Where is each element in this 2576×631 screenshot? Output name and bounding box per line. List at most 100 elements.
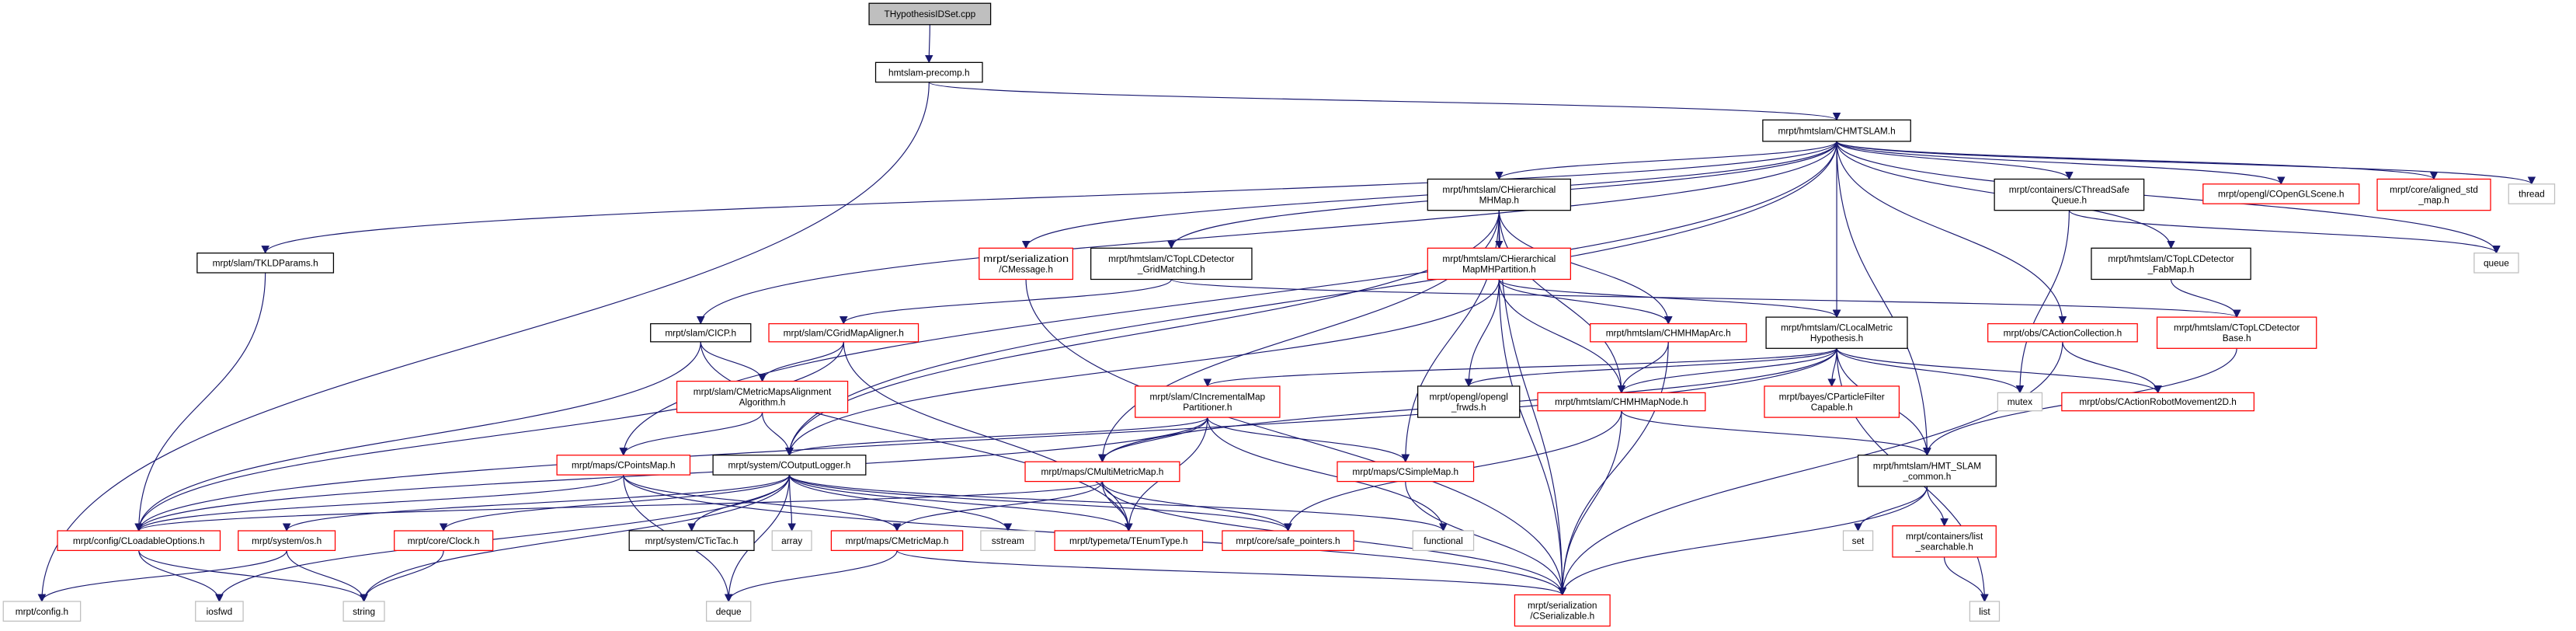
file-node-label: mrpt/maps/CSimpleMap.h	[1352, 466, 1458, 477]
dependency-edge-mmm-to-metricmap	[892, 481, 1104, 532]
file-node-label: mrpt/config.h	[16, 606, 68, 617]
dependency-edge-actcoll-to-serializable	[1558, 341, 2063, 596]
file-node-loadable[interactable]: mrpt/config/CLoadableOptions.h	[57, 530, 221, 552]
file-node-box	[556, 455, 691, 476]
dependency-edge-pointsmap-to-loadable	[134, 474, 624, 532]
file-node-label: THypothesisIDSet.cpp	[884, 9, 975, 19]
file-node-label: _frwds.h	[1451, 402, 1486, 413]
file-node-thyp[interactable]: THypothesisIDSet.cpp	[868, 2, 992, 26]
file-node-mmaa[interactable]: mrpt/slam/CMetricMapsAlignmentAlgorithm.…	[676, 380, 849, 413]
dependency-edge-logger-to-iosfwd	[215, 475, 791, 602]
dependency-edge-logger-to-string	[360, 475, 791, 602]
dependency-edge-logger-to-functional	[788, 474, 1448, 532]
dependency-edge-incr-to-logger	[785, 417, 1208, 456]
file-node-label: mrpt/slam/CGridMapAligner.h	[784, 327, 904, 338]
file-node-chmtslam[interactable]: mrpt/hmtslam/CHMTSLAM.h	[1762, 119, 1911, 142]
file-node-gridmatch[interactable]: mrpt/hmtslam/CTopLCDetector_GridMatching…	[1090, 247, 1253, 281]
file-node-box	[1590, 322, 1747, 343]
file-node-mmm[interactable]: mrpt/maps/CMultiMetricMap.h	[1024, 461, 1180, 483]
dependency-edge-loadable-to-iosfwd	[138, 550, 224, 602]
file-node-label: mrpt/slam/CMetricMapsAlignment	[694, 386, 832, 397]
dependency-edge-logger-to-os	[283, 474, 791, 532]
dependency-edge-chmtslam-to-logger	[785, 141, 1837, 456]
dependency-edge-logger-to-tenum	[788, 474, 1133, 532]
file-node-label: mrpt/system/CTicTac.h	[645, 535, 739, 546]
dependency-edge-chmtslam-to-hmtcommon	[1836, 141, 1931, 456]
file-node-label: string	[353, 606, 375, 617]
file-node-listsearch[interactable]: mrpt/containers/list_searchable.h	[1892, 525, 1997, 558]
file-node-tkld[interactable]: mrpt/slam/TKLDParams.h	[196, 253, 335, 274]
file-node-os[interactable]: mrpt/system/os.h	[238, 530, 336, 552]
file-node-arc[interactable]: mrpt/hmtslam/CHMHMapArc.h	[1590, 322, 1747, 343]
file-node-label: _FabMap.h	[2147, 263, 2195, 274]
dependency-edge-clock-to-string	[360, 550, 444, 602]
dependency-edge-chmtslam-to-actcoll	[1836, 141, 2067, 325]
dependency-edge-lmh-to-node	[1617, 348, 1837, 394]
file-node-aligned[interactable]: mrpt/core/aligned_std_map.h	[2376, 178, 2491, 211]
file-node-label: mrpt/slam/TKLDParams.h	[213, 258, 318, 269]
file-node-arm2d[interactable]: mrpt/obs/CActionRobotMovement2D.h	[2061, 392, 2255, 412]
file-node-pointsmap[interactable]: mrpt/maps/CPointsMap.h	[556, 455, 691, 476]
file-node-label: mrpt/hmtslam/CTopLCDetector	[1108, 253, 1234, 264]
file-node-queue: queue	[2473, 253, 2519, 274]
file-node-box	[2473, 253, 2519, 274]
file-node-label: functional	[1424, 535, 1463, 546]
file-node-box	[1514, 594, 1611, 627]
file-node-frwds[interactable]: mrpt/opengl/opengl_frwds.h	[1417, 385, 1521, 418]
file-node-fabmap[interactable]: mrpt/hmtslam/CTopLCDetector_FabMap.h	[2091, 247, 2251, 281]
file-node-actcoll[interactable]: mrpt/obs/CActionCollection.h	[1987, 322, 2138, 343]
file-node-label: iosfwd	[207, 606, 233, 617]
file-node-serializable[interactable]: mrpt/serialization/CSerializable.h	[1514, 594, 1611, 627]
file-node-tenum[interactable]: mrpt/typemeta/TEnumType.h	[1054, 530, 1204, 552]
file-node-label: mrpt/core/aligned_std	[2390, 184, 2478, 195]
dependency-edge-os-to-config	[37, 550, 287, 602]
file-node-label: mrpt/opengl/COpenGLScene.h	[2218, 189, 2344, 200]
file-node-copengl[interactable]: mrpt/opengl/COpenGLScene.h	[2202, 183, 2360, 204]
file-node-precomp[interactable]: hmtslam-precomp.h	[874, 61, 983, 83]
file-node-label: sstream	[992, 535, 1024, 546]
file-node-box	[1764, 385, 1900, 418]
file-node-label: mrpt/hmtslam/CTopLCDetector	[2108, 253, 2234, 264]
file-node-safeptr[interactable]: mrpt/core/safe_pointers.h	[1222, 530, 1354, 552]
file-node-cmessage[interactable]: mrpt/serialization/CMessage.h	[979, 247, 1074, 281]
file-node-label: MapMHPartition.h	[1462, 263, 1536, 274]
file-node-clock[interactable]: mrpt/core/Clock.h	[394, 530, 494, 552]
file-node-mhpart[interactable]: mrpt/hmtslam/CHierarchicalMapMHPartition…	[1427, 247, 1571, 281]
dependency-edge-cicp-to-tenum	[700, 341, 1133, 532]
file-node-label: mrpt/serialization	[1528, 600, 1597, 611]
file-node-label: mrpt/containers/CThreadSafe	[2009, 184, 2130, 195]
file-node-tictac[interactable]: mrpt/system/CTicTac.h	[628, 530, 755, 552]
file-node-label: mrpt/core/Clock.h	[408, 535, 480, 546]
dependency-edge-fabmap-to-lcbase	[2170, 279, 2241, 319]
dependency-edge-gridaligner-to-loadable	[134, 341, 844, 532]
file-node-box	[1765, 316, 1908, 349]
dependency-edge-mhpart-to-lmh	[1498, 278, 1841, 319]
file-node-box	[394, 530, 494, 552]
dependency-edge-gridaligner-to-mmaa	[758, 341, 844, 382]
file-node-label: mrpt/slam/CIncrementalMap	[1150, 391, 1266, 402]
dependency-edge-lmh-to-mutex	[1836, 348, 2025, 394]
file-node-simplemap[interactable]: mrpt/maps/CSimpleMap.h	[1337, 461, 1475, 483]
file-node-node[interactable]: mrpt/hmtslam/CHMHMapNode.h	[1537, 392, 1706, 412]
file-node-box	[874, 61, 983, 83]
file-node-gridaligner[interactable]: mrpt/slam/CGridMapAligner.h	[768, 322, 920, 343]
file-node-metricmap[interactable]: mrpt/maps/CMetricMap.h	[830, 530, 964, 552]
file-node-hmtcommon[interactable]: mrpt/hmtslam/HMT_SLAM_common.h	[1857, 455, 1997, 487]
file-node-cicp[interactable]: mrpt/slam/CICP.h	[650, 322, 752, 343]
file-node-box	[706, 601, 752, 622]
dependency-edge-incr-to-functional	[1207, 417, 1448, 532]
file-node-box	[980, 530, 1036, 552]
file-node-logger[interactable]: mrpt/system/COutputLogger.h	[712, 455, 867, 476]
file-node-box	[628, 530, 755, 552]
file-node-box	[771, 530, 812, 552]
dependency-edge-precomp-to-config	[37, 82, 930, 602]
file-node-label: Hypothesis.h	[1810, 333, 1863, 343]
